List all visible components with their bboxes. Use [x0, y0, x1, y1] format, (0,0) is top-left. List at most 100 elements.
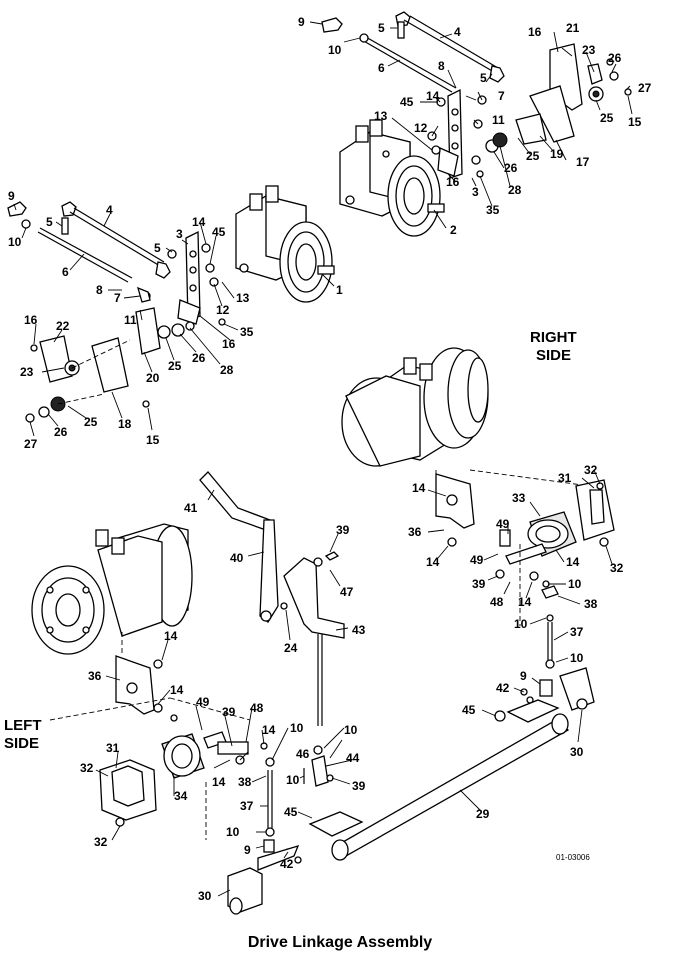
callout-49: 49	[470, 553, 484, 567]
callout-1: 1	[336, 283, 343, 297]
callout-38: 38	[584, 597, 598, 611]
callout-14: 14	[566, 555, 580, 569]
callout-9: 9	[8, 189, 15, 203]
callout-6: 6	[378, 61, 385, 75]
callout-29: 29	[476, 807, 490, 821]
callout-28: 28	[508, 183, 522, 197]
callout-39: 39	[336, 523, 350, 537]
callout-41: 41	[184, 501, 198, 515]
callout-5: 5	[378, 21, 385, 35]
callout-46: 46	[296, 747, 310, 761]
callout-43: 43	[352, 623, 366, 637]
upper-right-assembly	[321, 11, 632, 237]
callout-14: 14	[518, 595, 532, 609]
callout-37: 37	[570, 625, 584, 639]
callout-19: 19	[550, 147, 564, 161]
callout-26: 26	[192, 351, 206, 365]
callout-3: 3	[176, 227, 183, 241]
callout-8: 8	[96, 283, 103, 297]
callout-11: 11	[492, 113, 505, 127]
callout-13: 13	[236, 291, 250, 305]
callout-49: 49	[496, 517, 510, 531]
callout-10: 10	[328, 43, 342, 57]
right-side-brake-linkage	[435, 473, 615, 722]
callout-15: 15	[628, 115, 642, 129]
callout-26: 26	[504, 161, 518, 175]
callout-10: 10	[570, 651, 584, 665]
callout-8: 8	[438, 59, 445, 73]
callout-9: 9	[298, 15, 305, 29]
callout-23: 23	[20, 365, 34, 379]
callout-12: 12	[414, 121, 428, 135]
callout-5: 5	[480, 71, 487, 85]
callout-2: 2	[450, 223, 457, 237]
callout-24: 24	[284, 641, 298, 655]
callout-49: 49	[196, 695, 210, 709]
callout-35: 35	[486, 203, 500, 217]
callout-45: 45	[462, 703, 476, 717]
callout-42: 42	[280, 857, 294, 871]
callout-10: 10	[290, 721, 304, 735]
callout-31: 31	[106, 741, 120, 755]
callout-38: 38	[238, 775, 252, 789]
callout-37: 37	[240, 799, 254, 813]
drawing-number: 01-03006	[556, 853, 590, 862]
center-control-levers	[199, 471, 345, 726]
callout-11: 11	[124, 313, 137, 327]
callout-10: 10	[344, 723, 358, 737]
callout-32: 32	[80, 761, 94, 775]
callout-27: 27	[24, 437, 38, 451]
callout-31: 31	[558, 471, 572, 485]
callout-44: 44	[346, 751, 360, 765]
callout-14: 14	[426, 555, 440, 569]
callout-10: 10	[568, 577, 582, 591]
callout-numbers: 9 10 5 4 6 8 7 5 16 21 23 26 27 15 25 45…	[8, 15, 652, 903]
callout-21: 21	[566, 21, 580, 35]
callout-39: 39	[472, 577, 486, 591]
callout-14: 14	[170, 683, 184, 697]
callout-16: 16	[446, 175, 460, 189]
callout-35: 35	[240, 325, 254, 339]
callout-26: 26	[608, 51, 622, 65]
callout-13: 13	[374, 109, 388, 123]
callout-27: 27	[638, 81, 652, 95]
callout-14: 14	[192, 215, 206, 229]
callout-39: 39	[222, 705, 236, 719]
callout-4: 4	[454, 25, 461, 39]
callout-14: 14	[164, 629, 178, 643]
callout-45: 45	[400, 95, 414, 109]
callout-leaders	[13, 21, 633, 897]
callout-42: 42	[496, 681, 510, 695]
callout-28: 28	[220, 363, 234, 377]
right-side-label-line1: RIGHT	[530, 329, 577, 346]
callout-14: 14	[412, 481, 426, 495]
right-side-label-line2: SIDE	[536, 347, 571, 364]
callout-12: 12	[216, 303, 230, 317]
callout-34: 34	[174, 789, 188, 803]
callout-10: 10	[8, 235, 22, 249]
callout-33: 33	[512, 491, 526, 505]
left-side-label-line2: SIDE	[4, 735, 39, 752]
callout-7: 7	[114, 291, 121, 305]
callout-5: 5	[154, 241, 161, 255]
callout-45: 45	[284, 805, 298, 819]
callout-9: 9	[520, 669, 527, 683]
callout-7: 7	[498, 89, 505, 103]
callout-16: 16	[222, 337, 236, 351]
callout-4: 4	[106, 203, 113, 217]
callout-3: 3	[472, 185, 479, 199]
callout-39: 39	[352, 779, 366, 793]
callout-48: 48	[490, 595, 504, 609]
callout-16: 16	[528, 25, 542, 39]
callout-10: 10	[514, 617, 528, 631]
callout-25: 25	[84, 415, 98, 429]
callout-45: 45	[212, 225, 226, 239]
callout-30: 30	[570, 745, 584, 759]
callout-5: 5	[46, 215, 53, 229]
callout-14: 14	[262, 723, 276, 737]
callout-36: 36	[408, 525, 422, 539]
upper-left-assembly	[7, 185, 335, 423]
callout-30: 30	[198, 889, 212, 903]
